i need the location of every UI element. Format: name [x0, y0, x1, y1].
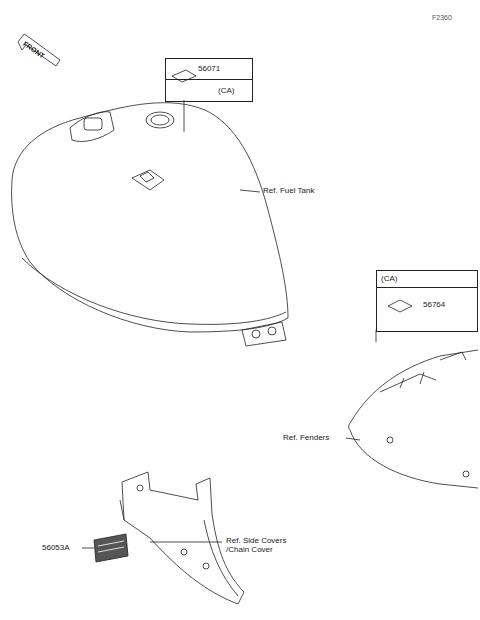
part-number: 56053A: [42, 544, 70, 553]
drawing-number: F2360: [432, 14, 452, 22]
front-arrow: [18, 34, 60, 66]
part-number: (CA): [218, 87, 234, 96]
part-number: 56764: [423, 301, 445, 310]
fuel-tank: [12, 103, 288, 346]
reference-label: Ref. Fenders: [283, 434, 329, 443]
reference-label: Ref. Side Covers /Chain Cover: [226, 537, 306, 555]
leader-line: [184, 100, 185, 132]
reference-label: Ref. Fuel Tank: [263, 187, 314, 196]
divider: [377, 287, 477, 288]
label-sticker: [388, 300, 412, 312]
label-sticker: [82, 534, 222, 562]
side-cover: [120, 472, 244, 604]
fender: [346, 350, 478, 488]
leader-line: [240, 190, 260, 192]
part-number: 56071: [198, 65, 220, 74]
label-sticker: [172, 70, 196, 82]
part-number: (CA): [381, 275, 397, 284]
callout-box: (CA) 56764: [376, 270, 478, 332]
divider: [166, 79, 252, 80]
callout-box: 56071 (CA): [165, 58, 253, 102]
